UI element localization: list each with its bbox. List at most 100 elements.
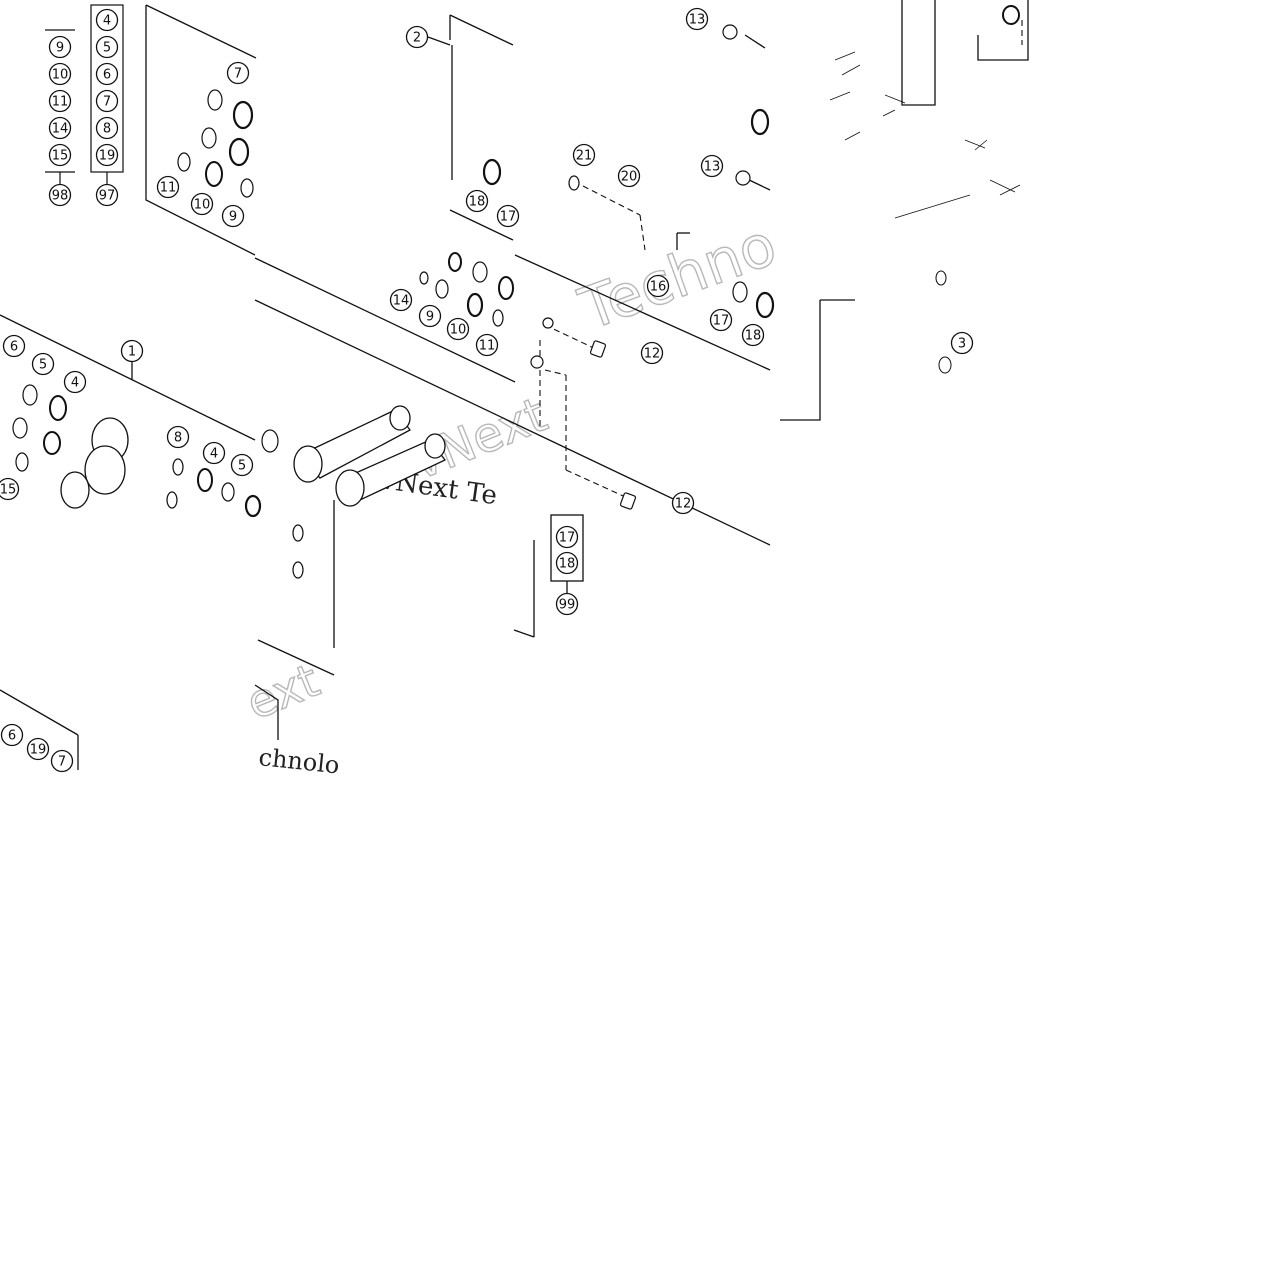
callout-upper-center-1: 18 xyxy=(465,189,489,213)
callout-upper-center-2: 17 xyxy=(496,204,520,228)
callout-circle xyxy=(26,737,50,761)
callout-number: 19 xyxy=(99,149,116,164)
callout-lower-left-2: 7 xyxy=(50,749,74,773)
callout-upper-center-0: 2 xyxy=(405,25,429,49)
callout-left-assembly-1: 5 xyxy=(31,352,55,376)
callout-circle xyxy=(95,35,119,59)
callout-kit-99-label-0: 99 xyxy=(555,592,579,616)
callout-number: 7 xyxy=(103,95,111,110)
callout-col-a-0: 9 xyxy=(48,35,72,59)
callout-col-b-0: 4 xyxy=(95,8,119,32)
callout-circle xyxy=(671,491,695,515)
callout-number: 18 xyxy=(469,195,486,210)
callout-number: 5 xyxy=(238,459,246,474)
callout-col-a-2: 11 xyxy=(48,89,72,113)
callout-circle xyxy=(0,723,24,747)
callout-number: 10 xyxy=(52,68,69,83)
callout-number: 16 xyxy=(650,280,667,295)
callout-number: 14 xyxy=(52,122,69,137)
callout-circle xyxy=(95,62,119,86)
callout-left-assembly-3: 1 xyxy=(120,339,144,363)
callout-labels: 9101114159845678199771110921817149101113… xyxy=(0,7,974,773)
callout-lower-left-1: 19 xyxy=(26,737,50,761)
callout-circle xyxy=(2,334,26,358)
callout-circle xyxy=(640,341,664,365)
callout-circle xyxy=(389,288,413,312)
callout-circle xyxy=(700,154,724,178)
callout-number: 97 xyxy=(99,189,116,204)
callout-number: 14 xyxy=(393,294,410,309)
callout-circle xyxy=(95,183,119,207)
callout-circle xyxy=(555,525,579,549)
callout-lower-left-0: 6 xyxy=(0,723,24,747)
callout-number: 17 xyxy=(500,210,517,225)
callout-number: 17 xyxy=(559,531,576,546)
callout-number: 5 xyxy=(103,41,111,56)
callout-kit-99-0: 17 xyxy=(555,525,579,549)
spool-rod-assembly xyxy=(60,405,446,509)
callout-left-assembly-6: 4 xyxy=(202,441,226,465)
callout-circle xyxy=(617,164,641,188)
callout-circle xyxy=(190,192,214,216)
callout-upper-right-5: 17 xyxy=(709,308,733,332)
callout-circle xyxy=(646,274,670,298)
callout-number: 11 xyxy=(52,95,69,110)
callout-left-assembly-4: 15 xyxy=(0,477,20,501)
callout-circle xyxy=(685,7,709,31)
callout-upper-right-6: 18 xyxy=(741,323,765,347)
callout-number: 11 xyxy=(479,339,496,354)
callout-number: 21 xyxy=(576,149,593,164)
callout-number: 98 xyxy=(52,189,69,204)
callout-number: 1 xyxy=(128,345,136,360)
callout-upper-left-2: 10 xyxy=(190,192,214,216)
callout-number: 13 xyxy=(704,160,721,175)
callout-circle xyxy=(418,304,442,328)
detail-marks xyxy=(829,51,1021,219)
callout-circle xyxy=(166,425,190,449)
callout-upper-left-1: 11 xyxy=(156,175,180,199)
callout-number: 15 xyxy=(52,149,69,164)
callout-number: 7 xyxy=(234,67,242,82)
callout-circle xyxy=(48,89,72,113)
callout-circle xyxy=(48,116,72,140)
dashed-guides xyxy=(539,20,1023,501)
callout-number: 8 xyxy=(103,122,111,137)
callout-upper-left-0: 7 xyxy=(226,61,250,85)
callout-right-bolt-0: 12 xyxy=(671,491,695,515)
callout-left-assembly-0: 6 xyxy=(2,334,26,358)
callout-number: 13 xyxy=(689,13,706,28)
callout-number: 18 xyxy=(559,557,576,572)
callout-col-b-1: 5 xyxy=(95,35,119,59)
callout-col-b-4: 8 xyxy=(95,116,119,140)
callout-circle xyxy=(48,183,72,207)
callout-circle xyxy=(31,352,55,376)
callout-upper-right-4: 16 xyxy=(646,274,670,298)
callout-circle xyxy=(405,25,429,49)
callout-number: 6 xyxy=(10,340,18,355)
callout-circle xyxy=(95,8,119,32)
callout-circle xyxy=(741,323,765,347)
callout-number: 2 xyxy=(413,31,421,46)
callout-number: 7 xyxy=(58,755,66,770)
callout-circle xyxy=(0,477,20,501)
callout-circle xyxy=(202,441,226,465)
callout-col-a-3: 14 xyxy=(48,116,72,140)
part-outlines xyxy=(0,0,1029,770)
callout-circle xyxy=(230,453,254,477)
callout-upper-right-8: 3 xyxy=(950,331,974,355)
kit-brackets-top-left xyxy=(45,4,124,185)
callout-upper-right-3: 20 xyxy=(617,164,641,188)
callout-circle xyxy=(950,331,974,355)
callout-left-assembly-2: 4 xyxy=(63,370,87,394)
callout-circle xyxy=(48,35,72,59)
watermark-logo-techno: Techno xyxy=(571,210,785,343)
callout-number: 3 xyxy=(958,337,966,352)
callout-circle xyxy=(221,204,245,228)
callout-circle xyxy=(572,143,596,167)
callout-kit-97-0: 97 xyxy=(95,183,119,207)
callout-circle xyxy=(95,89,119,113)
callout-col-b-3: 7 xyxy=(95,89,119,113)
callout-left-assembly-7: 5 xyxy=(230,453,254,477)
callout-kit-98-0: 98 xyxy=(48,183,72,207)
